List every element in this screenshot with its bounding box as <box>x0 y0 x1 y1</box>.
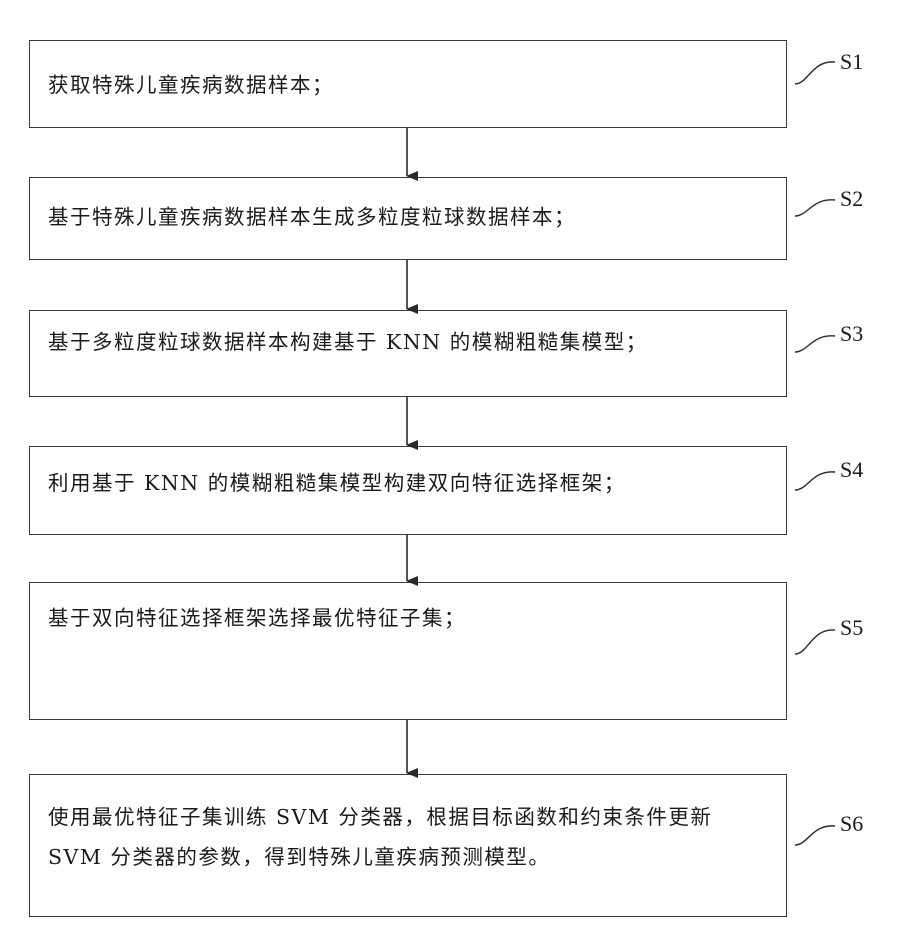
step-label-s5: S5 <box>840 615 863 641</box>
leader-s6 <box>795 826 835 845</box>
leader-s5 <box>795 630 835 654</box>
leader-s1 <box>795 62 835 84</box>
step-label-s3: S3 <box>840 321 863 347</box>
step-label-s6: S6 <box>840 811 863 837</box>
step-label-s2: S2 <box>840 186 863 212</box>
leader-s2 <box>795 200 835 216</box>
step-label-s1: S1 <box>840 49 863 75</box>
leader-s3 <box>795 336 835 352</box>
step-label-s4: S4 <box>840 457 863 483</box>
leader-s4 <box>795 472 835 490</box>
